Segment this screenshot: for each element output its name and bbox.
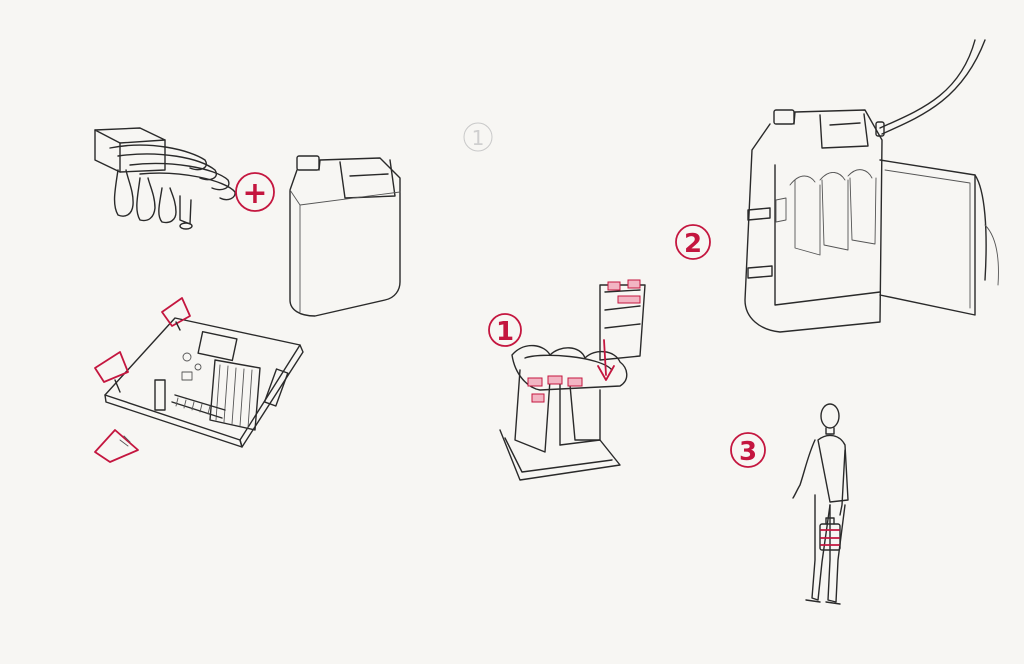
step-1-badge: 1 — [488, 313, 522, 347]
circuit-board-icon — [94, 297, 304, 463]
step-3-badge: 3 — [730, 432, 766, 468]
step-3-label: 3 — [739, 437, 757, 467]
faint-step-marker: 1 — [463, 122, 493, 152]
step-2-badge: 2 — [675, 224, 711, 260]
jug-case-with-open-door-icon — [744, 39, 999, 333]
step-1-label: 1 — [496, 317, 514, 347]
plus-badge: + — [235, 172, 275, 212]
person-carrying-case-icon — [792, 403, 849, 605]
plastic-jug-icon — [289, 155, 401, 317]
faint-step-label: 1 — [472, 126, 485, 150]
step-2-label: 2 — [684, 229, 702, 259]
plus-badge-label: + — [242, 176, 267, 211]
rack-mounted-assembly-icon — [499, 279, 646, 481]
wine-glass-rack-icon — [94, 127, 236, 230]
